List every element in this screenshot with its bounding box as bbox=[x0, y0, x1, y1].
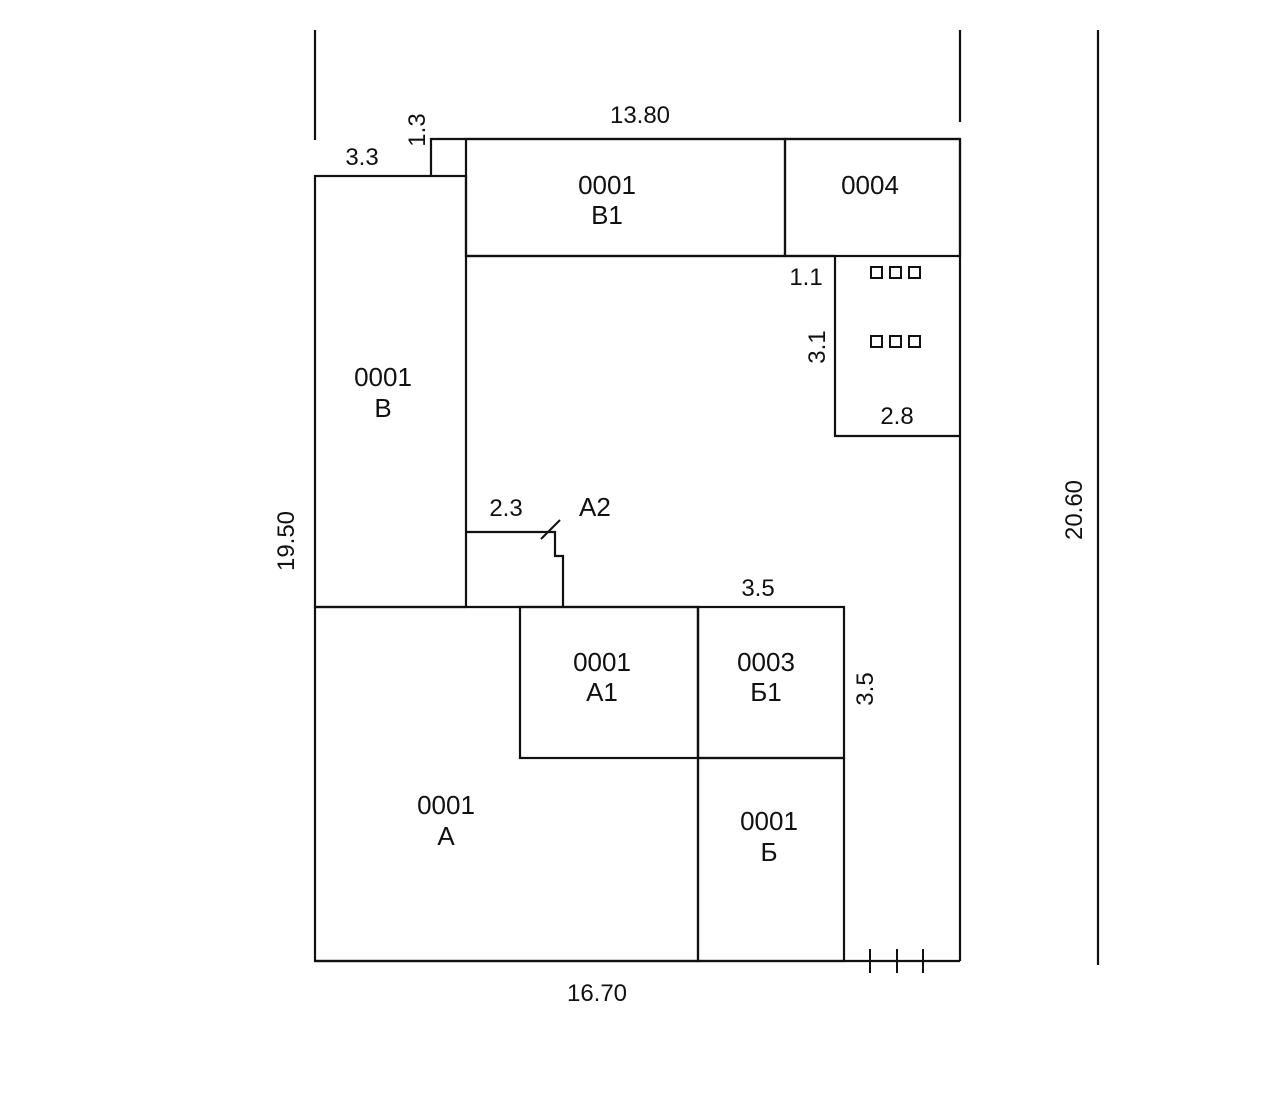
building-b1-letter: Б1 bbox=[750, 677, 782, 707]
building-b-number: 0001 bbox=[740, 806, 798, 836]
building-a-letter: А bbox=[437, 821, 455, 851]
dim-small-room-gap: 1.1 bbox=[789, 264, 822, 291]
building-a1-letter: А1 bbox=[586, 677, 618, 707]
porch-a2-label: А2 bbox=[579, 492, 611, 522]
porch-a2-outline bbox=[466, 530, 565, 607]
dim-left-height: 19.50 bbox=[273, 511, 300, 571]
building-b-letter: Б bbox=[760, 837, 777, 867]
building-b1-number: 0003 bbox=[737, 647, 795, 677]
building-a1-number: 0001 bbox=[573, 647, 631, 677]
dim-b1-width: 3.5 bbox=[741, 575, 774, 602]
building-a-number: 0001 bbox=[417, 790, 475, 820]
building-a-outline bbox=[313, 605, 700, 963]
dim-bottom-width: 16.70 bbox=[567, 980, 627, 1007]
building-0004-number: 0004 bbox=[841, 170, 899, 200]
small-room-outline bbox=[833, 256, 960, 438]
building-v-number: 0001 bbox=[354, 362, 412, 392]
dim-right-height: 20.60 bbox=[1061, 480, 1088, 540]
building-v1-letter: В1 bbox=[591, 200, 623, 230]
dim-small-room-width: 2.8 bbox=[880, 403, 913, 430]
window-squares-top bbox=[870, 266, 921, 279]
gate-marks bbox=[869, 949, 924, 973]
dim-porch-width: 2.3 bbox=[489, 495, 522, 522]
dim-top-width: 13.80 bbox=[610, 102, 670, 129]
building-v-letter: В bbox=[374, 393, 391, 423]
building-v1-number: 0001 bbox=[578, 170, 636, 200]
a2-leader-line bbox=[540, 519, 561, 540]
dim-top-left-width: 3.3 bbox=[345, 144, 378, 171]
dim-top-left-step: 1.3 bbox=[404, 113, 431, 146]
dim-b1-height: 3.5 bbox=[852, 672, 879, 705]
window-squares-middle bbox=[870, 335, 921, 348]
dim-small-room-height: 3.1 bbox=[804, 330, 831, 363]
building-b-outline bbox=[696, 756, 846, 963]
